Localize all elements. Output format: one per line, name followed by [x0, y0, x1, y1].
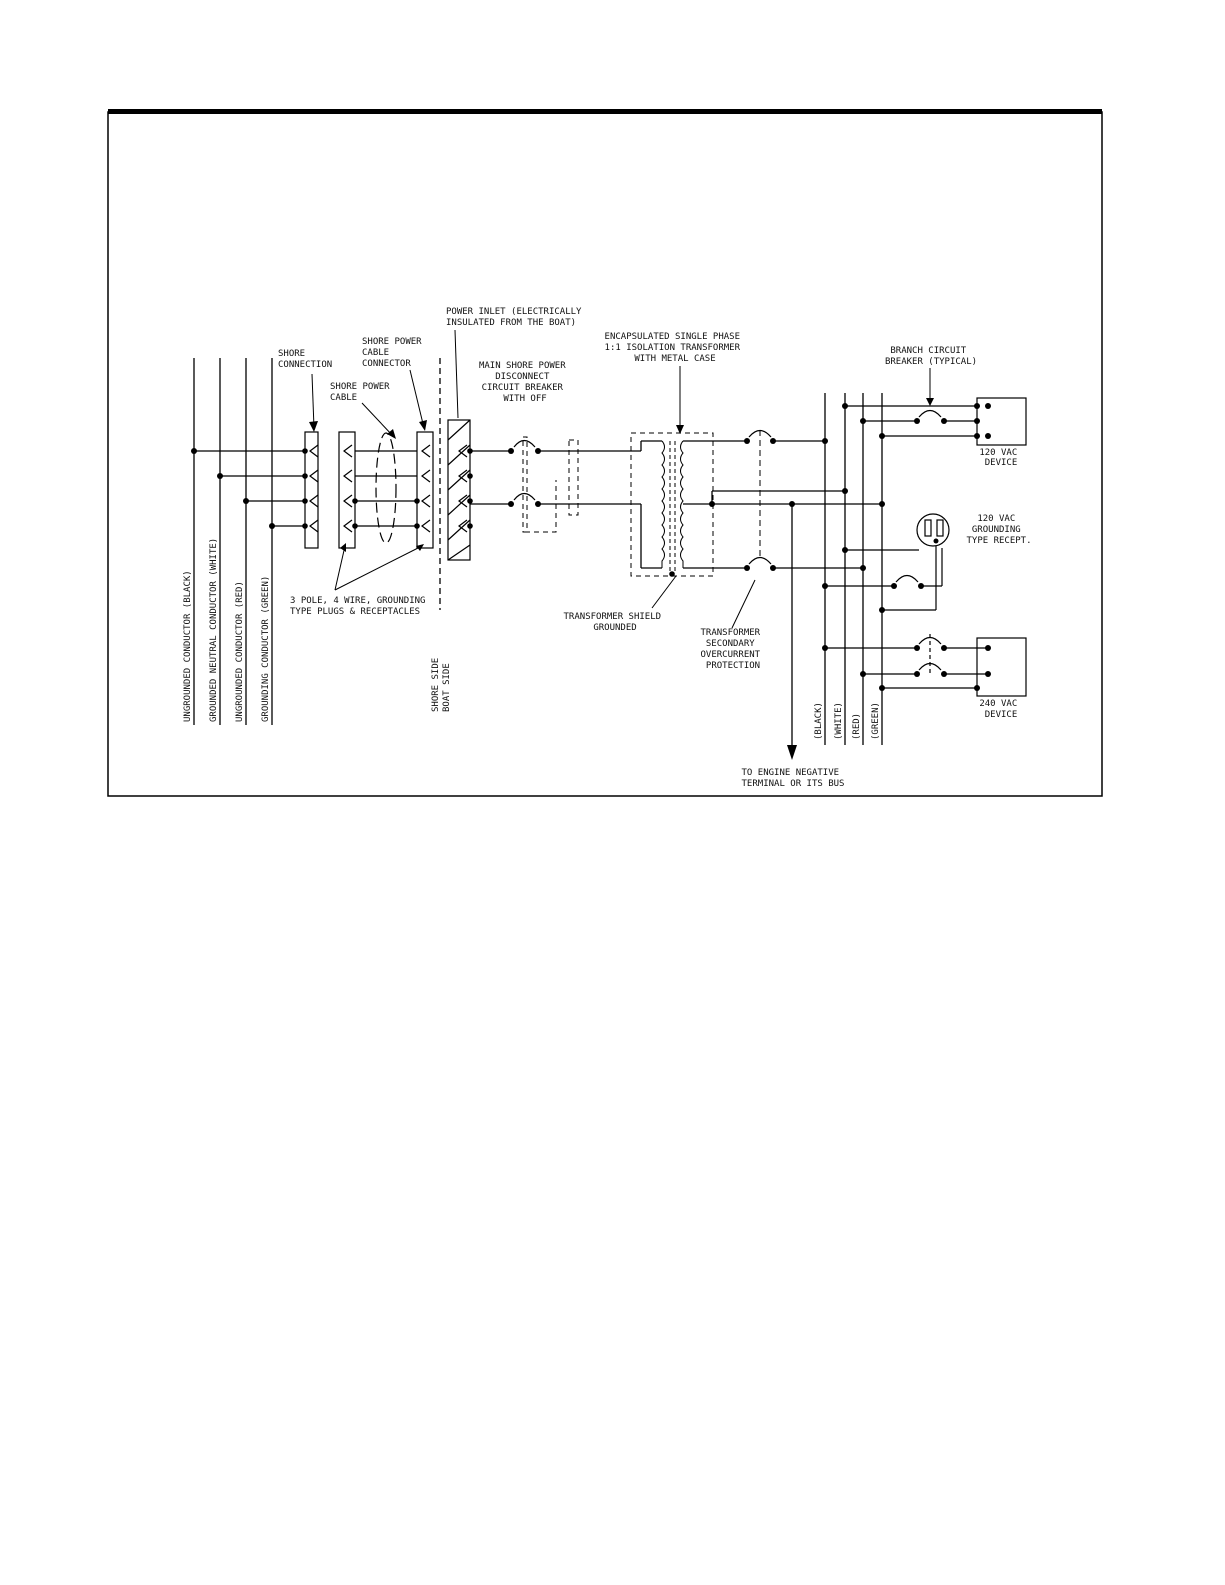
label-main-breaker: MAIN SHORE POWER DISCONNECT CIRCUIT BREA… [479, 361, 571, 404]
branch-240-device [822, 634, 1027, 697]
label-conductor-green: GROUNDING CONDUCTOR (GREEN) [261, 576, 271, 722]
label-device-120: 120 VAC DEVICE [979, 448, 1022, 468]
label-engine-negative: TO ENGINE NEGATIVE TERMINAL OR ITS BUS [742, 768, 845, 789]
label-shore-power-cable-connector: SHORE POWER CABLE CONNECTOR [362, 337, 427, 369]
cable-bundle-ellipse [375, 432, 397, 544]
label-conductor-white: GROUNDED NEUTRAL CONDUCTOR (WHITE) [209, 538, 219, 722]
cable-plug-block [338, 431, 417, 549]
label-transformer: ENCAPSULATED SINGLE PHASE 1:1 ISOLATION … [605, 332, 746, 364]
label-boat-side: BOAT SIDE [442, 663, 452, 712]
leader-lines [311, 329, 931, 609]
label-bus-green: (GREEN) [871, 702, 881, 740]
shore-connection-block [304, 431, 319, 549]
engine-negative-arrow [787, 745, 797, 760]
boat-bus-lines [824, 393, 883, 745]
secondary-wires [683, 440, 882, 745]
main-feed-wires [470, 440, 662, 569]
label-transformer-shield: TRANSFORMER SHIELD GROUNDED [564, 612, 667, 633]
branch-120-device [842, 397, 1027, 446]
label-receptacle-120: 120 VAC GROUNDING TYPE RECEPT. [966, 514, 1031, 546]
cable-dots [352, 498, 420, 529]
secondary-breaker [731, 429, 776, 629]
isolation-transformer [630, 432, 714, 577]
branch-120-receptacle [822, 513, 950, 613]
label-plugs-receptacles: 3 POLE, 4 WIRE, GROUNDING TYPE PLUGS & R… [290, 596, 431, 617]
label-power-inlet: POWER INLET (ELECTRICALLY INSULATED FROM… [446, 307, 587, 328]
label-bus-white: (WHITE) [834, 702, 844, 740]
shore-connection-dots [302, 448, 308, 529]
leader-arrowheads [309, 398, 934, 552]
label-secondary-protection: TRANSFORMER SECONDARY OVERCURRENT PROTEC… [700, 628, 765, 671]
label-shore-side: SHORE SIDE [431, 658, 441, 712]
label-bus-red: (RED) [852, 713, 862, 740]
cable-connector-block [416, 431, 434, 549]
shore-conductor-lines [193, 358, 305, 725]
secondary-junctions [709, 438, 885, 571]
label-branch-breaker: BRANCH CIRCUIT BREAKER (TYPICAL) [885, 346, 977, 367]
label-shore-connection: SHORE CONNECTION [278, 349, 332, 370]
label-bus-black: (BLACK) [814, 702, 824, 740]
main-breaker [508, 436, 579, 533]
label-device-240: 240 VAC DEVICE [979, 699, 1022, 720]
label-conductor-red: UNGROUNDED CONDUCTOR (RED) [235, 581, 245, 722]
diagram-frame [107, 109, 1103, 797]
label-conductor-black: UNGROUNDED CONDUCTOR (BLACK) [183, 570, 193, 722]
shore-conductor-dots [191, 448, 275, 529]
power-inlet-block [447, 419, 471, 561]
label-shore-power-cable: SHORE POWER CABLE [330, 382, 395, 403]
